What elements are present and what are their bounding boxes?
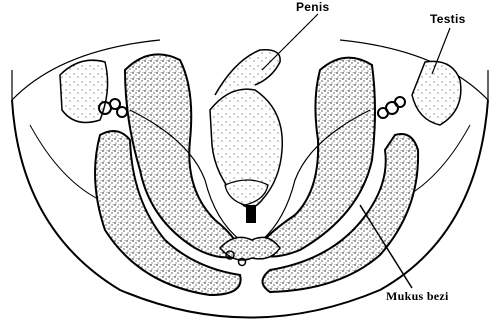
penis-duct xyxy=(215,50,280,95)
penis-leader xyxy=(262,14,318,70)
central-stem xyxy=(246,205,256,223)
right-testis xyxy=(412,61,461,125)
right-coil xyxy=(378,97,405,118)
lower-tangle xyxy=(220,237,280,260)
testis-label: Testis xyxy=(430,12,466,26)
mucus-gland-label: Mukus bezi xyxy=(386,289,449,304)
penis-label: Penis xyxy=(296,0,330,14)
